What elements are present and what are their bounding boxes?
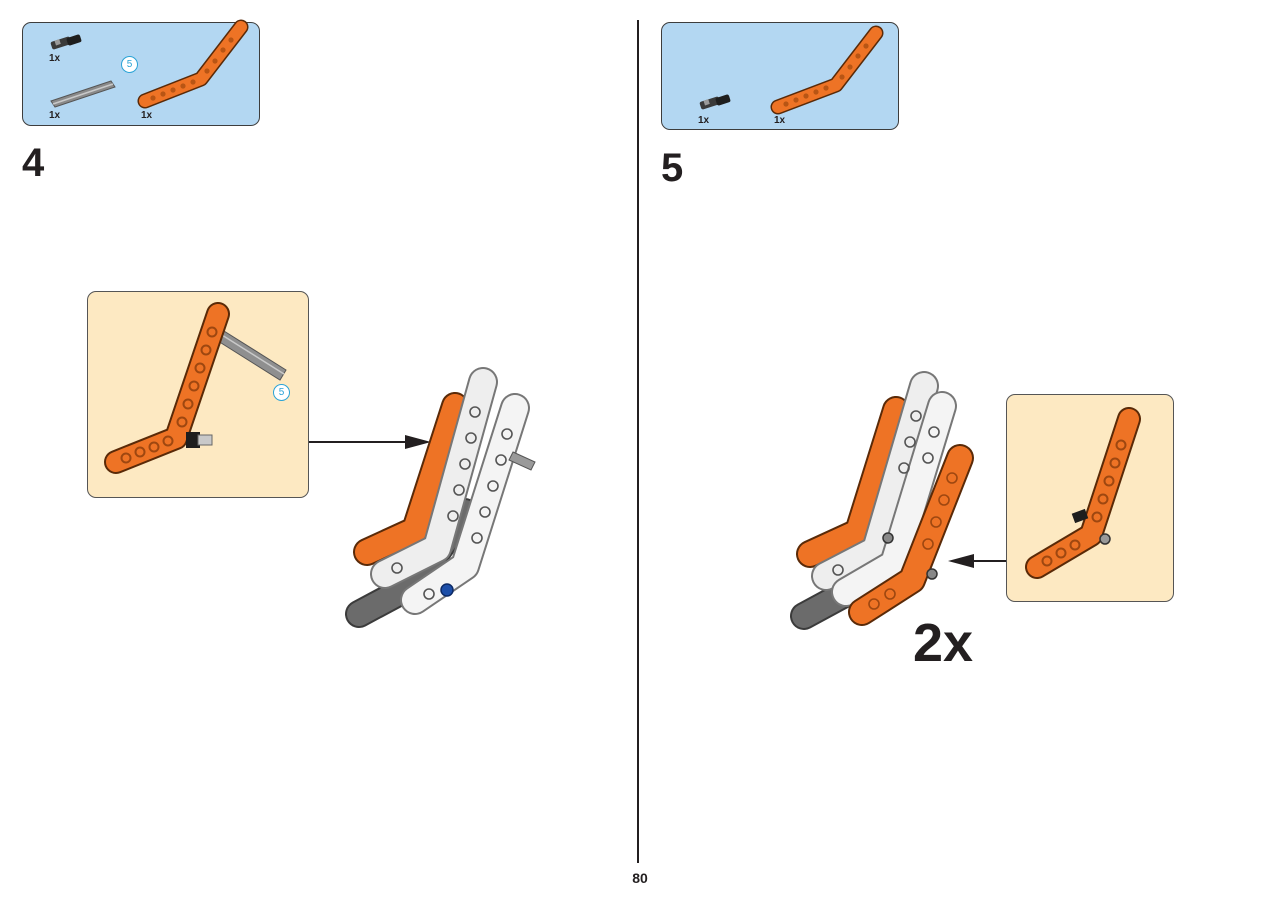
axle-length-badge: 5 [121,56,138,73]
bent-beam-icon [770,25,884,115]
part-quantity: 1x [49,110,61,121]
page-divider [637,20,639,863]
step5-model-illustration [790,371,974,630]
step4-parts-list: 1x 1x 5 1x [22,19,260,126]
axle-icon [50,80,116,108]
part-quantity: 1x [49,53,61,64]
step5-number: 5 [661,146,684,190]
step5-multiplier: 2x [913,613,974,673]
part-quantity: 1x [698,115,710,126]
bent-beam-icon [137,19,249,109]
page-number: 80 [632,870,648,886]
arrow-icon [309,435,431,449]
step5-parts-list: 1x 1x [661,22,899,130]
part-quantity: 1x [141,110,153,121]
callout-assembly-illustration [1025,407,1141,579]
axle-length-badge: 5 [273,384,290,401]
step5-callout [1006,394,1174,602]
step4-callout: 5 [87,291,309,498]
axle-pin-icon [699,94,731,110]
step4-number: 4 [22,141,45,185]
callout-assembly-illustration [104,302,287,474]
step4-model-illustration [345,367,536,628]
part-quantity: 1x [774,115,786,126]
arrow-icon [948,554,1010,568]
axle-pin-icon [50,34,82,50]
